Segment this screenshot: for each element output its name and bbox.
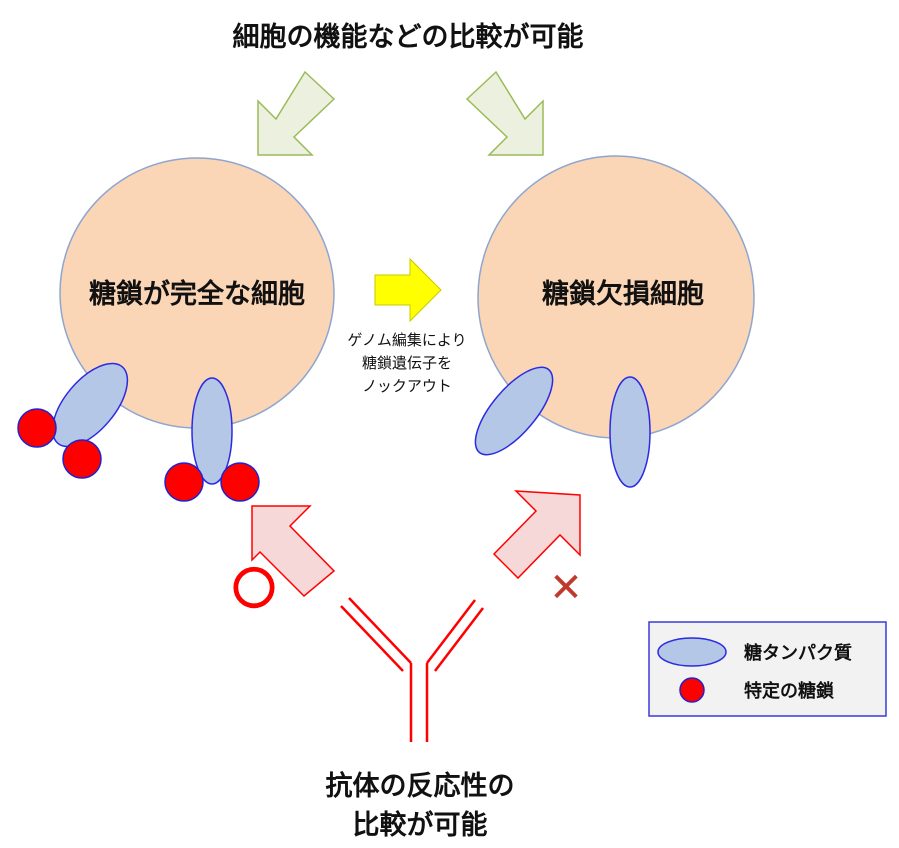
glycoprotein-left-tilted (51, 362, 129, 448)
legend-glycoprotein-icon (657, 637, 727, 667)
pink-arrow-right-icon (492, 490, 581, 580)
yellow-arrow-icon (374, 257, 442, 323)
right-cell-label: 糖鎖欠損細胞 (542, 278, 704, 310)
bottom-caption-line-1: 抗体の反応性の (326, 770, 515, 802)
legend: 糖タンパク質 特定の糖鎖 (648, 621, 887, 717)
glycan-left-2 (62, 439, 102, 479)
glycan-left-4 (220, 462, 260, 502)
pink-arrow-left-icon (251, 505, 336, 598)
legend-glycan-label: 特定の糖鎖 (744, 680, 835, 702)
process-note-line-2: 糖鎖遺伝子を (362, 354, 452, 372)
glycan-left-3 (164, 462, 204, 502)
legend-glycoprotein-label: 糖タンパク質 (744, 642, 852, 664)
green-arrow-left-icon (257, 70, 336, 156)
positive-mark-icon: 〇 (232, 564, 276, 615)
negative-mark-icon: ✕ (549, 565, 583, 611)
bottom-caption-line-2: 比較が可能 (353, 809, 488, 841)
glycoprotein-left-vertical (191, 377, 233, 485)
process-note-line-3: ノックアウト (362, 377, 452, 395)
antibody-icon (340, 597, 484, 742)
glycoprotein-right-tilted (474, 366, 554, 456)
process-note-line-1: ゲノム編集により (347, 331, 466, 349)
top-caption: 細胞の機能などの比較が可能 (233, 21, 584, 53)
glycoprotein-right-vertical (609, 376, 651, 488)
legend-glycan-icon (679, 677, 705, 703)
green-arrow-right-icon (465, 70, 544, 156)
glycan-left-1 (17, 408, 57, 448)
left-cell-label: 糖鎖が完全な細胞 (89, 278, 305, 310)
